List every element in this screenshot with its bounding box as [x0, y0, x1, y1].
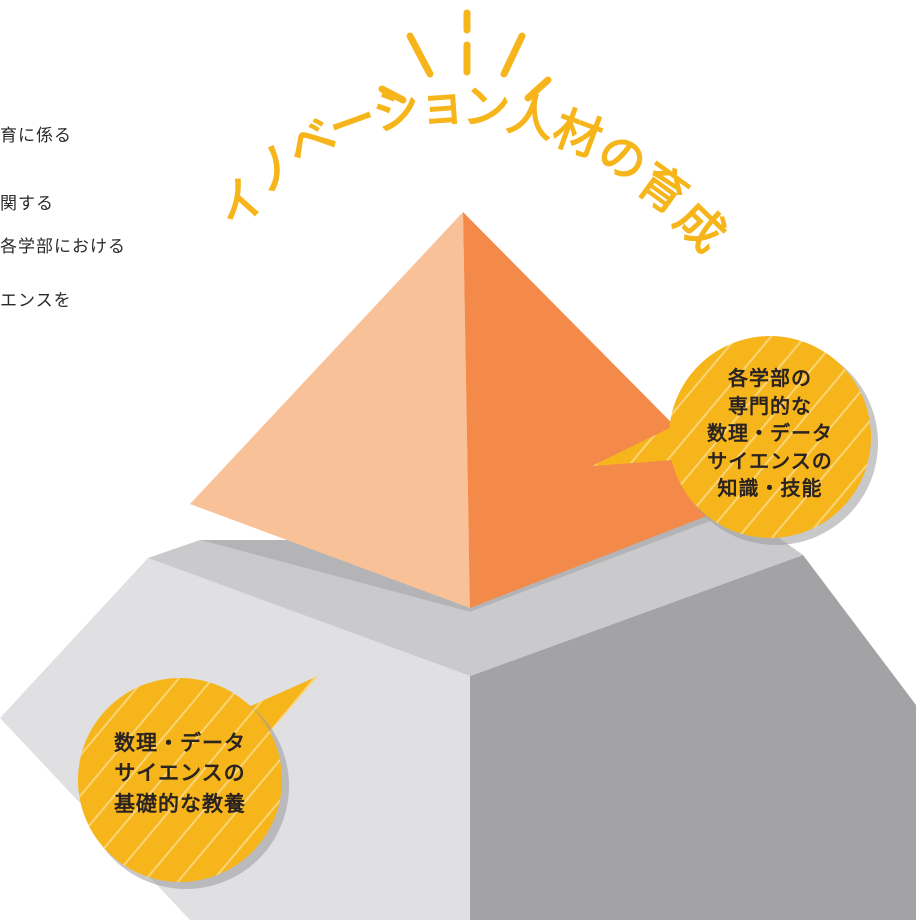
headline-char: ン [461, 79, 512, 137]
sparkle-rays [378, 9, 552, 104]
pyramid-left-face [190, 212, 470, 608]
bubble-top-line: 専門的な [728, 393, 812, 418]
left-text-line: 育に係る [0, 126, 72, 146]
left-text-line: エンスを [0, 291, 72, 311]
left-text-line: 関する [0, 194, 54, 214]
bubble-bottom-line: 数理・データ [114, 731, 246, 755]
bubble-top [592, 336, 878, 545]
bubble-bottom-text: 数理・データ サイエンスの 基礎的な教養 [90, 728, 270, 819]
bubble-bottom-line: サイエンスの [114, 761, 246, 786]
bubble-bottom [78, 676, 318, 889]
bubble-top-line: 各学部の [728, 366, 812, 390]
headline-char: シ [368, 79, 425, 143]
base-right-face [470, 555, 916, 920]
bubble-top-line: 知識・技能 [717, 476, 823, 501]
bubble-top-text: 各学部の 専門的な 数理・データ サイエンスの 知識・技能 [690, 365, 850, 503]
base-top-plate [148, 510, 803, 676]
bubble-top-line: サイエンスの [707, 448, 833, 473]
bubble-top-line: 数理・データ [707, 421, 833, 446]
left-text-line: 各学部における [0, 237, 126, 257]
pyramid-right-face [463, 212, 748, 608]
headline-char: ョ [417, 77, 468, 135]
bubble-bottom-line: 基礎的な教養 [114, 791, 246, 816]
headline-char: 人 [503, 86, 560, 150]
